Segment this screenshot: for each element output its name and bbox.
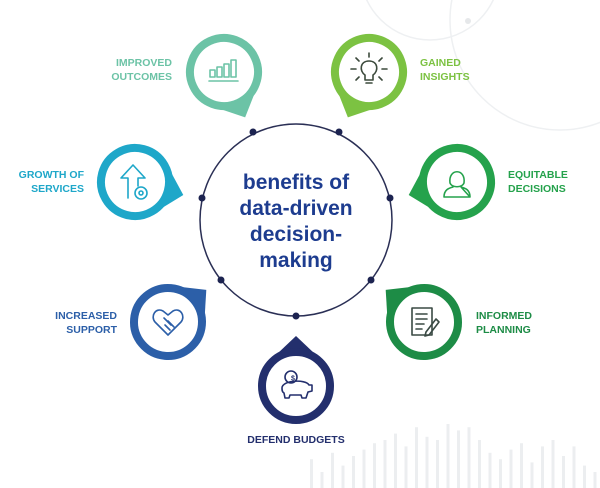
benefit-equitable-decisions: EQUITABLE DECISIONS bbox=[408, 144, 568, 220]
background-bar bbox=[457, 430, 460, 488]
background-bar bbox=[425, 436, 429, 488]
background-decoration bbox=[310, 0, 600, 488]
benefit-label: SUPPORT bbox=[66, 324, 117, 336]
connector-dot bbox=[367, 276, 375, 284]
bubble bbox=[186, 34, 262, 118]
benefit-label: PLANNING bbox=[476, 324, 531, 336]
dollar-icon: $ bbox=[291, 376, 295, 383]
background-bar bbox=[551, 440, 555, 488]
bubble bbox=[97, 144, 184, 220]
lightbulb-icon bbox=[350, 52, 388, 84]
benefit-label: INCREASED bbox=[55, 310, 117, 322]
person-icon bbox=[443, 170, 471, 198]
background-bar bbox=[320, 472, 324, 488]
bar-chart-icon bbox=[208, 59, 239, 82]
arrow-up-gear-icon bbox=[120, 164, 148, 200]
title-line: benefits of bbox=[243, 171, 350, 194]
checklist-pencil-icon bbox=[411, 307, 440, 337]
bubble bbox=[130, 284, 207, 360]
background-bar bbox=[310, 459, 313, 488]
benefit-increased-support: INCREASED SUPPORT bbox=[55, 284, 207, 360]
background-bar bbox=[478, 440, 481, 488]
background-bar bbox=[352, 456, 355, 488]
background-bar bbox=[446, 424, 450, 488]
title-line: data-driven bbox=[239, 197, 352, 220]
benefit-label: SERVICES bbox=[31, 183, 84, 195]
bubble bbox=[385, 284, 462, 360]
connector-dot bbox=[217, 276, 225, 284]
background-bar bbox=[520, 443, 523, 488]
benefit-label: OUTCOMES bbox=[111, 71, 172, 83]
benefit-label: INSIGHTS bbox=[420, 71, 470, 83]
benefit-growth-of-services: GROWTH OF SERVICES bbox=[19, 144, 184, 220]
bubble bbox=[408, 144, 495, 220]
background-bar bbox=[436, 440, 439, 488]
background-bar bbox=[341, 465, 345, 488]
benefit-label: GROWTH OF bbox=[19, 169, 85, 181]
background-bar bbox=[572, 446, 576, 488]
connector-dot bbox=[386, 194, 394, 202]
central-circle bbox=[199, 123, 393, 317]
connector-dot bbox=[335, 128, 343, 136]
background-bar bbox=[362, 449, 366, 488]
background-bar bbox=[404, 446, 408, 488]
background-bar bbox=[509, 449, 513, 488]
background-bar bbox=[499, 459, 502, 488]
heart-handshake-icon bbox=[152, 309, 184, 336]
connector-dot bbox=[292, 312, 300, 320]
title-line: decision- bbox=[250, 223, 342, 246]
connector-dot bbox=[249, 128, 257, 136]
bubble bbox=[331, 34, 407, 118]
benefit-label: EQUITABLE bbox=[508, 169, 568, 181]
benefit-label: DECISIONS bbox=[508, 183, 566, 195]
decor-arc bbox=[365, 0, 495, 41]
background-bar bbox=[415, 427, 418, 488]
background-bar bbox=[488, 452, 492, 488]
title-line: making bbox=[259, 249, 333, 272]
benefit-improved-outcomes: IMPROVED OUTCOMES bbox=[111, 34, 262, 118]
background-bar bbox=[593, 472, 597, 488]
decor-arc bbox=[449, 0, 600, 131]
benefit-defend-budgets: $ DEFEND BUDGETS bbox=[247, 336, 345, 446]
benefit-label: IMPROVED bbox=[116, 57, 172, 69]
benefit-gained-insights: GAINED INSIGHTS bbox=[331, 34, 470, 118]
background-bar bbox=[383, 440, 387, 488]
background-bar bbox=[583, 465, 586, 488]
benefit-label: GAINED bbox=[420, 57, 461, 69]
background-bar bbox=[331, 452, 334, 488]
decor-dot bbox=[465, 18, 471, 24]
central-hub: benefits of data-driven decision- making bbox=[198, 123, 394, 320]
benefit-label: DEFEND BUDGETS bbox=[247, 434, 344, 446]
bubble bbox=[258, 336, 334, 424]
background-bar bbox=[373, 443, 376, 488]
benefit-informed-planning: INFORMED PLANNING bbox=[385, 284, 532, 360]
background-bar bbox=[562, 456, 565, 488]
piggy-bank-icon bbox=[281, 370, 313, 399]
connector-dot bbox=[198, 194, 206, 202]
benefit-label: INFORMED bbox=[476, 310, 532, 322]
background-bar bbox=[541, 446, 544, 488]
background-bar bbox=[530, 462, 534, 488]
background-bars bbox=[310, 424, 597, 488]
background-bar bbox=[467, 427, 471, 488]
background-bar bbox=[394, 433, 397, 488]
